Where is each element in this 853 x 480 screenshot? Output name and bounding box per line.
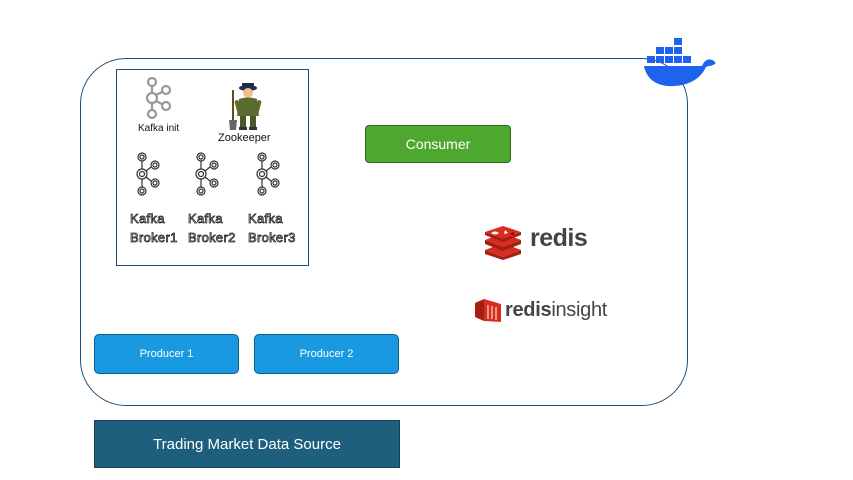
consumer-node[interactable]: Consumer bbox=[365, 125, 511, 163]
redis-label: redis bbox=[530, 224, 588, 252]
kafka-broker3-label: Kafka Broker3 bbox=[248, 211, 296, 246]
zookeeper-label: Zookeeper bbox=[218, 132, 271, 144]
docker-container-boundary bbox=[80, 58, 688, 406]
kafka-broker2-icon bbox=[195, 152, 219, 196]
producer-1-node[interactable]: Producer 1 bbox=[94, 334, 239, 374]
redisinsight-label: redisinsight bbox=[505, 299, 608, 321]
consumer-label: Consumer bbox=[405, 136, 471, 152]
kafka-broker1-label: Kafka Broker1 bbox=[130, 211, 178, 246]
data-source-label: Trading Market Data Source bbox=[153, 435, 341, 453]
docker-icon bbox=[644, 38, 716, 87]
zookeeper-icon bbox=[229, 83, 262, 130]
kafka-init-icon bbox=[145, 76, 172, 120]
kafka-init-label: Kafka init bbox=[138, 123, 180, 134]
producer-2-node[interactable]: Producer 2 bbox=[254, 334, 399, 374]
producer-2-label: Producer 2 bbox=[299, 348, 354, 360]
redis-icon bbox=[485, 226, 521, 260]
producer-1-label: Producer 1 bbox=[139, 348, 194, 360]
trading-market-data-source[interactable]: Trading Market Data Source bbox=[94, 420, 400, 468]
redisinsight-icon bbox=[475, 299, 501, 322]
kafka-broker3-icon bbox=[256, 152, 280, 196]
kafka-broker1-icon bbox=[136, 152, 160, 196]
kafka-broker2-label: Kafka Broker2 bbox=[188, 211, 236, 246]
